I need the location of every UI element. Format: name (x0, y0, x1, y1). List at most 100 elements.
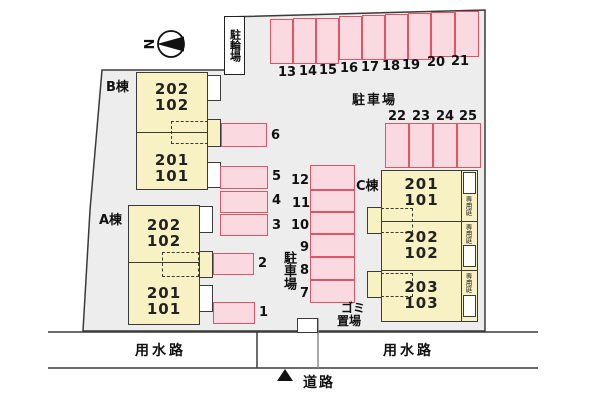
room-number: 101 (146, 300, 182, 318)
parking-lot-label-top: 駐車場 (352, 93, 398, 108)
building-a-outline (128, 205, 200, 325)
parking-space-number: 9 (300, 240, 310, 255)
parking-space-number: 5 (272, 169, 282, 184)
garbage-label-line1: ゴミ (341, 301, 366, 315)
building-b-entry-upper (206, 75, 221, 101)
parking-space-number: 15 (319, 63, 338, 78)
parking-space-number: 13 (278, 65, 297, 80)
building-a-stair-dashed (162, 252, 199, 277)
parking-space-18 (385, 14, 408, 60)
parking-space-12 (310, 165, 355, 190)
bicycle-parking-box: 駐輪場 (224, 16, 245, 75)
parking-space-number: 11 (292, 196, 311, 211)
building-c-stair-dashed-1 (381, 208, 413, 233)
building-c-unit-3: 203 103 (381, 279, 462, 311)
parking-space-number: 6 (271, 128, 281, 143)
room-number: 102 (404, 244, 439, 262)
room-number: 201 (404, 175, 439, 193)
parking-space-number: 12 (291, 173, 310, 188)
parking-space-number: 20 (427, 55, 446, 70)
parking-lot-label-left: 駐車場 (281, 251, 296, 290)
entrance-triangle-icon (277, 369, 293, 381)
bicycle-parking-label: 駐輪場 (228, 29, 242, 62)
parking-space-number: 10 (291, 218, 310, 233)
parking-space-number: 7 (300, 286, 310, 301)
private-garden-label-1: 専用庭 (464, 196, 472, 216)
room-number: 101 (154, 167, 190, 185)
building-b-unit-divider (136, 132, 208, 133)
parking-space-16 (339, 16, 362, 60)
parking-space-10 (310, 212, 355, 234)
parking-space-5 (220, 166, 268, 189)
building-b-outline (136, 72, 208, 190)
parking-space-number: 14 (299, 64, 318, 79)
building-c-unit-divider-2 (381, 270, 478, 271)
building-a-unit-lower: 201 101 (128, 285, 200, 317)
parking-space-13 (270, 19, 293, 64)
parking-space-1 (213, 302, 255, 324)
parking-space-3 (220, 214, 268, 236)
parking-space-number: 23 (412, 109, 431, 124)
parking-space-17 (362, 15, 385, 60)
building-b-stair-bump (206, 119, 221, 147)
building-a-entry-upper (199, 206, 213, 233)
parking-space-7 (310, 280, 355, 303)
room-number: 103 (404, 294, 439, 312)
room-number: 202 (146, 216, 182, 234)
room-number: 202 (404, 228, 439, 246)
building-a-stair-bump (198, 251, 213, 278)
parking-space-20 (431, 12, 455, 57)
parking-space-9 (310, 234, 355, 257)
building-c-label: C棟 (356, 179, 379, 194)
garbage-box (297, 318, 318, 333)
room-number: 203 (404, 278, 439, 296)
building-c-garden-box-1 (463, 172, 476, 194)
parking-space-23 (409, 123, 433, 168)
building-c-garden-box-3 (463, 295, 476, 317)
room-number: 101 (404, 191, 439, 209)
building-b-unit-lower: 201 101 (136, 152, 208, 184)
building-a-label: A棟 (99, 213, 123, 228)
building-b-stair-dashed (171, 121, 208, 144)
parking-space-number: 19 (402, 58, 421, 73)
parking-space-22 (385, 123, 409, 168)
building-b-label: B棟 (106, 80, 129, 95)
room-number: 202 (154, 80, 190, 98)
parking-space-number: 24 (436, 109, 455, 124)
parking-space-number: 3 (272, 218, 282, 233)
parking-space-number: 4 (272, 193, 282, 208)
road-label: 道路 (303, 375, 335, 391)
room-number: 102 (154, 96, 190, 114)
building-a-unit-divider (128, 262, 200, 263)
parking-space-number: 18 (382, 59, 401, 74)
building-c-stair-dashed-2 (381, 273, 413, 297)
garbage-area-label: ゴミ 置場 (337, 301, 366, 328)
waterway-label-right: 用水路 (383, 343, 434, 359)
private-garden-label-2: 専用庭 (464, 224, 472, 244)
parking-space-number: 1 (259, 305, 269, 320)
parking-space-11 (310, 190, 355, 212)
parking-space-number: 22 (388, 109, 407, 124)
parking-space-24 (433, 123, 457, 168)
parking-space-number: 25 (459, 109, 478, 124)
private-garden-label-3: 専用庭 (464, 273, 472, 293)
parking-space-6 (221, 123, 267, 147)
building-c-garden-box-2 (463, 245, 476, 267)
parking-space-number: 17 (361, 60, 380, 75)
building-a-entry-lower (199, 285, 213, 312)
parking-space-number: 21 (451, 54, 470, 69)
waterway-label-left: 用水路 (135, 343, 186, 359)
parking-space-2 (213, 253, 254, 275)
parking-space-number: 8 (300, 263, 310, 278)
room-number: 102 (146, 232, 182, 250)
room-number: 201 (154, 151, 190, 169)
building-c-unit-2: 202 102 (381, 229, 462, 261)
building-b-unit-upper: 202 102 (136, 81, 208, 113)
building-b-entry-lower (206, 162, 221, 188)
compass-arrow-icon (157, 36, 184, 52)
parking-space-15 (316, 18, 339, 64)
parking-space-21 (455, 11, 479, 57)
building-a-unit-upper: 202 102 (128, 217, 200, 249)
parking-space-25 (457, 123, 481, 168)
